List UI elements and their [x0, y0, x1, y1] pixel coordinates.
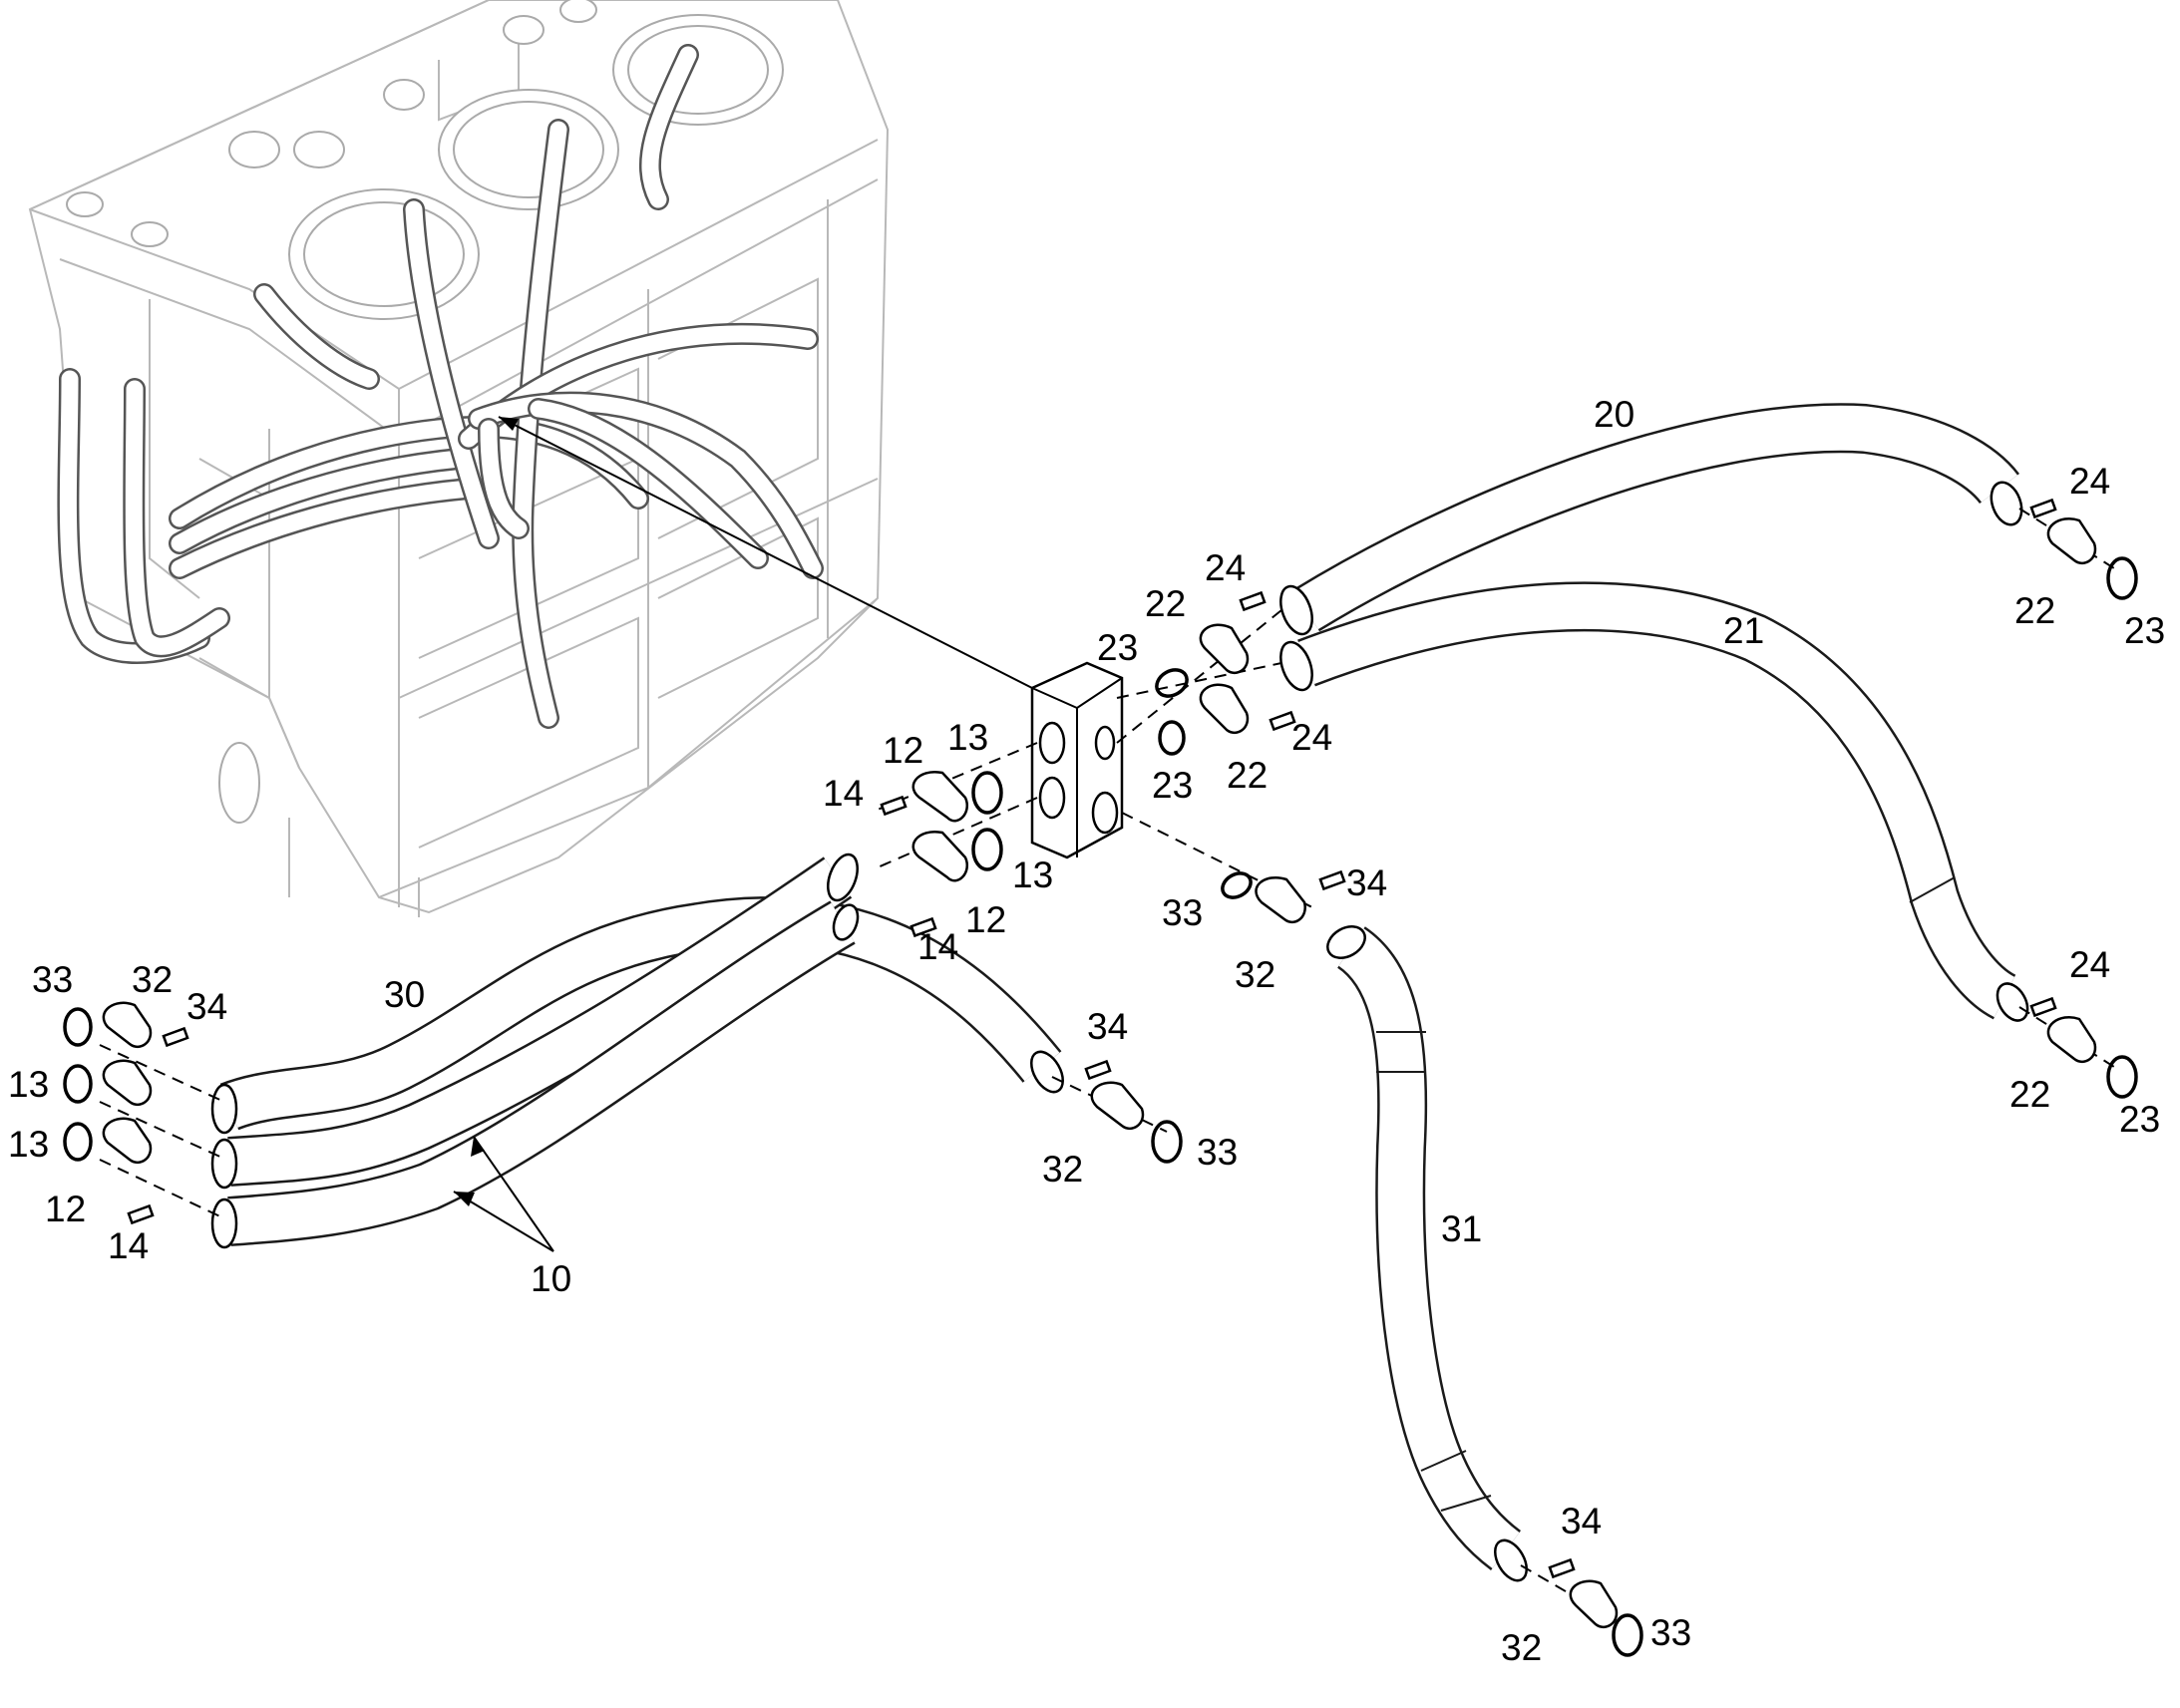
clamp-set-hose-30-right: [1084, 1059, 1183, 1164]
callout-21: 21: [1723, 610, 1764, 651]
callout-23-b: 23: [1152, 765, 1193, 806]
callout-34-d: 34: [186, 986, 227, 1027]
callout-14-b: 14: [917, 926, 958, 967]
callout-14-c: 14: [108, 1225, 149, 1266]
callout-33-c: 33: [1650, 1612, 1691, 1653]
callout-34-b: 34: [1087, 1006, 1128, 1047]
callout-32-c: 32: [1501, 1627, 1542, 1668]
clamp-set-hose-20-end: [2029, 498, 2138, 600]
callout-23-d: 23: [2119, 1099, 2160, 1140]
callout-33-b: 33: [1197, 1132, 1238, 1173]
callout-13-b: 13: [1012, 854, 1053, 895]
callout-34-a: 34: [1346, 862, 1387, 903]
clamp-set-hose-21-end: [2029, 996, 2138, 1099]
callout-24-c: 24: [2069, 461, 2110, 502]
callout-32-a: 32: [1235, 954, 1275, 995]
callout-20: 20: [1594, 394, 1635, 435]
callout-32-b: 32: [1042, 1149, 1083, 1190]
callout-12-a: 12: [883, 730, 923, 771]
callout-labels: 20 21 10 30 31 24 22 23 24 22 23 24 22 2…: [8, 394, 2165, 1668]
hose-10-leaders: [453, 1136, 554, 1252]
manifold-block: [1030, 661, 1124, 859]
callout-32-d: 32: [132, 959, 173, 1000]
clamp-set-block-right: [1155, 590, 1296, 756]
callout-14-a: 14: [823, 773, 864, 814]
clamp-set-hose-31-top: [1221, 869, 1346, 924]
callout-12-b: 12: [965, 899, 1006, 940]
machine-hoses: [57, 44, 824, 729]
callout-24-a: 24: [1205, 547, 1246, 588]
callout-13-a: 13: [947, 717, 988, 758]
clamp-set-left-ends: [63, 1001, 189, 1225]
callout-22-d: 22: [2009, 1074, 2050, 1115]
callout-34-c: 34: [1561, 1501, 1602, 1541]
callout-31: 31: [1441, 1208, 1482, 1249]
callout-22-c: 22: [2014, 590, 2055, 631]
hose-31: [1326, 925, 1528, 1582]
callout-13-c: 13: [8, 1064, 49, 1105]
manifold-leader-line: [498, 416, 1033, 689]
callout-23-a: 23: [1097, 627, 1138, 668]
clamp-set-block-left: [880, 770, 1003, 938]
callout-22-a: 22: [1145, 583, 1186, 624]
callout-24-d: 24: [2069, 944, 2110, 985]
manifold-leader-arrow: [499, 417, 519, 431]
callout-10: 10: [531, 1258, 571, 1299]
hose-10-lower: [210, 900, 860, 1249]
callout-33-a: 33: [1162, 892, 1203, 933]
callout-13-d: 13: [8, 1124, 49, 1165]
callout-30: 30: [384, 974, 425, 1015]
hose-20: [1279, 403, 2023, 636]
clamp-set-hose-31-end: [1548, 1557, 1643, 1657]
hose-21: [1279, 581, 2029, 1022]
callout-23-c: 23: [2124, 610, 2165, 651]
hose-30: [210, 896, 1064, 1135]
hose-10-upper: [210, 853, 859, 1190]
callout-33-d: 33: [32, 959, 73, 1000]
callout-24-b: 24: [1291, 717, 1332, 758]
callout-22-b: 22: [1227, 755, 1268, 796]
callout-12-c: 12: [45, 1189, 86, 1229]
